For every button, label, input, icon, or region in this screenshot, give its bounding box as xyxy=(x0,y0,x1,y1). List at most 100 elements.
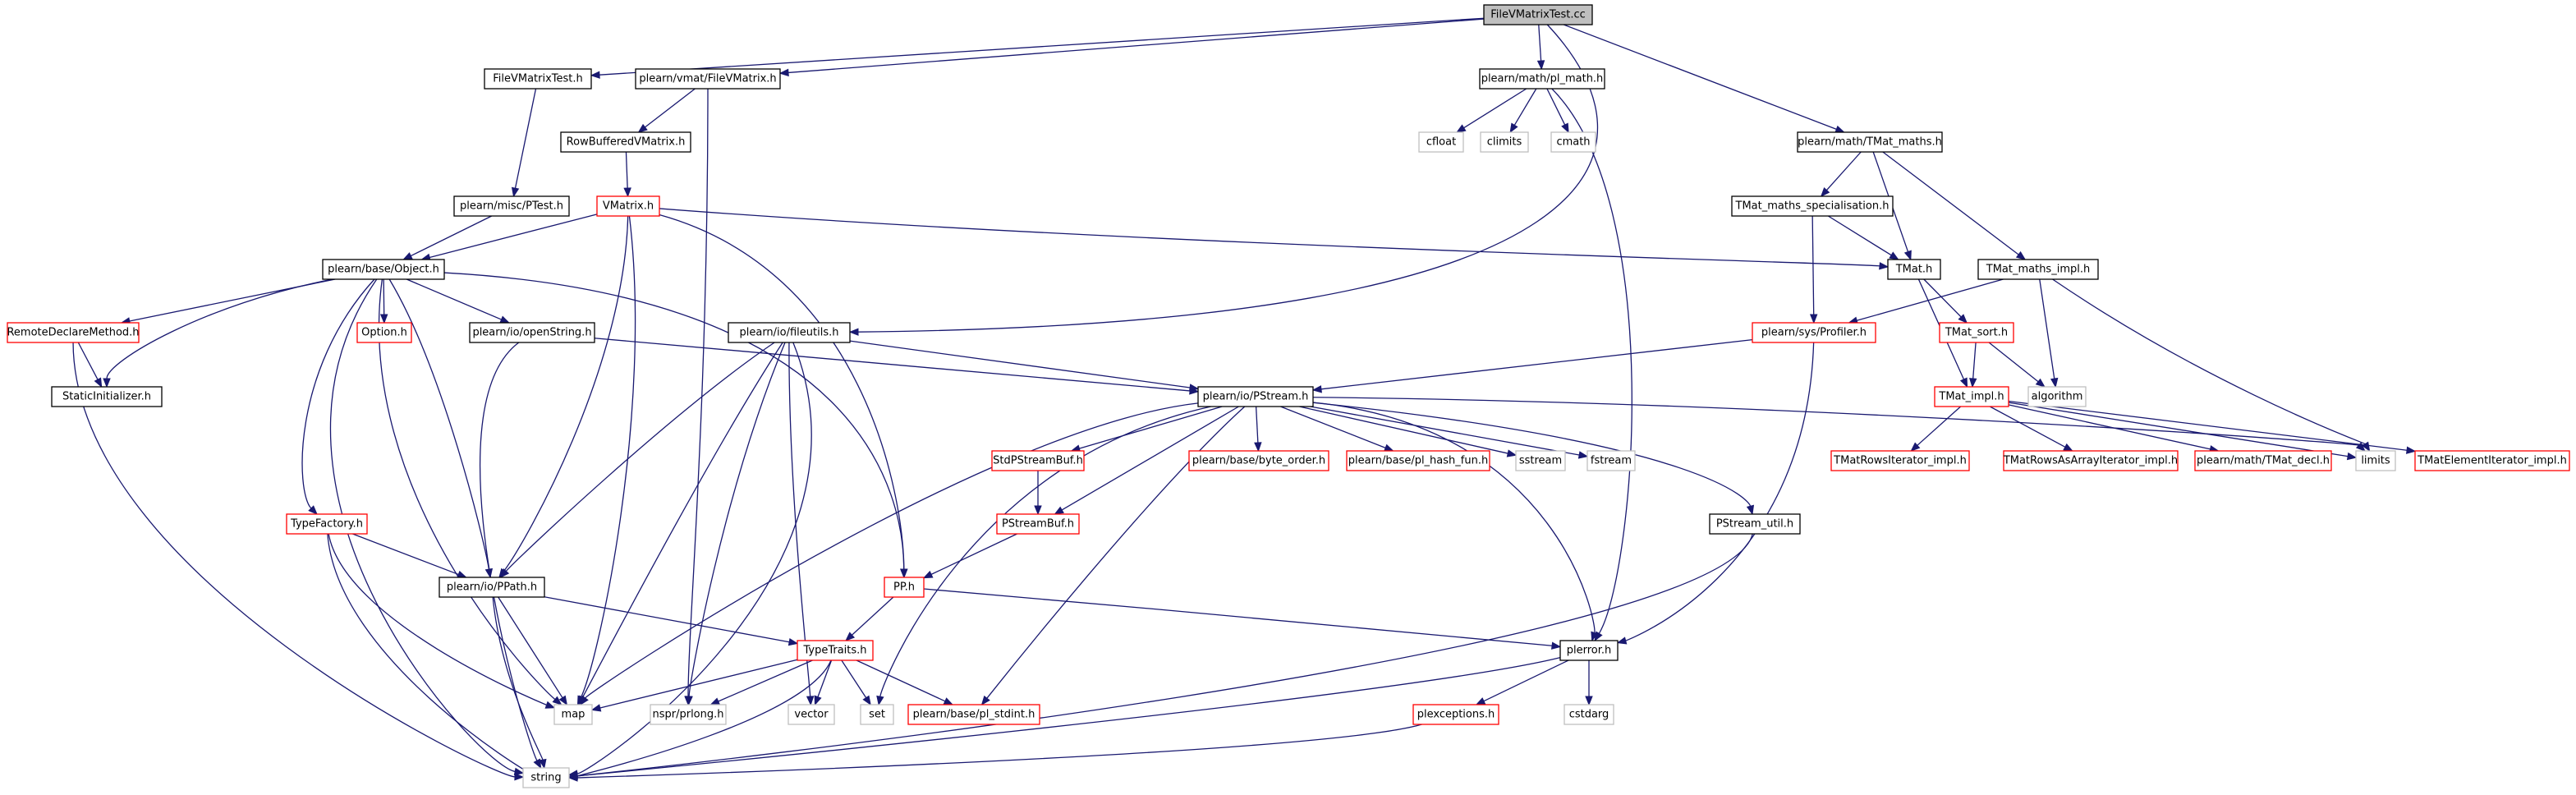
edge-line xyxy=(930,533,1017,575)
edge-line xyxy=(1988,342,2039,383)
edge-line xyxy=(581,342,783,698)
edge-line xyxy=(492,596,544,761)
node-box xyxy=(1564,704,1614,725)
edge-line xyxy=(856,659,946,702)
node-option-h[interactable]: Option.h xyxy=(356,322,412,343)
node-tmat-maths-h[interactable]: plearn/math/TMat_maths.h xyxy=(1797,131,1943,153)
edge-line xyxy=(77,342,99,380)
edge-line xyxy=(599,659,798,709)
node-box xyxy=(1934,386,2009,407)
arrowhead-icon xyxy=(1616,636,1628,645)
node-byte-order-h[interactable]: plearn/base/byte_order.h xyxy=(1188,450,1329,471)
node-pp-h[interactable]: PP.h xyxy=(884,577,925,598)
node-vmatrix-h[interactable]: VMatrix.h xyxy=(596,195,660,217)
node-openstring-h[interactable]: plearn/io/openString.h xyxy=(469,322,595,343)
node-tmatelementiterator-impl-h[interactable]: TMatElementIterator_impl.h xyxy=(2414,450,2570,471)
edge-line xyxy=(659,208,1880,267)
edge-line xyxy=(2008,402,2349,457)
edge-plexceptions_h-to-string xyxy=(567,724,1422,782)
edge-line xyxy=(330,278,516,773)
node-label: plearn/misc/PTest.h xyxy=(460,200,563,213)
node-string: string xyxy=(522,767,570,788)
node-typefactory-h[interactable]: TypeFactory.h xyxy=(286,513,368,535)
node-label: FileVMatrixTest.h xyxy=(493,73,583,85)
edge-line xyxy=(388,278,490,570)
node-filevmatrixtest-h[interactable]: FileVMatrixTest.h xyxy=(484,68,592,90)
edge-FileVMatrixTest_cc-to-TMat_maths_h xyxy=(1564,24,1845,133)
arrowhead-icon xyxy=(2050,377,2059,388)
node-ptest-h[interactable]: plearn/misc/PTest.h xyxy=(453,195,570,217)
node-pl-stdint-h[interactable]: plearn/base/pl_stdint.h xyxy=(907,704,1040,725)
arrowhead-icon xyxy=(943,697,954,705)
node-pstreambuf-h[interactable]: PStreamBuf.h xyxy=(996,513,1080,535)
edge-line xyxy=(1280,406,1386,448)
edge-line xyxy=(2052,278,2366,445)
arrowhead-icon xyxy=(1550,641,1562,650)
node-label: climits xyxy=(1487,136,1522,149)
edge-line xyxy=(1312,402,1752,507)
arrowhead-icon xyxy=(876,695,884,706)
node-tmat-impl-h[interactable]: TMat_impl.h xyxy=(1934,386,2009,407)
node-box xyxy=(1515,450,1566,471)
node-pl-math-h[interactable]: plearn/math/pl_math.h xyxy=(1479,68,1605,90)
node-ppath-h[interactable]: plearn/io/PPath.h xyxy=(439,577,545,598)
node-box xyxy=(884,577,925,598)
node-plexceptions-h[interactable]: plexceptions.h xyxy=(1412,704,1499,725)
edge-PStream_h-to-plerror_h xyxy=(1312,402,1599,642)
edge-line xyxy=(2008,404,2211,450)
node-tmatrowsiterator-impl-h[interactable]: TMatRowsIterator_impl.h xyxy=(1830,450,1970,471)
node-label: plearn/io/openString.h xyxy=(472,327,591,339)
edge-line xyxy=(1546,88,1566,126)
node-label: cstdarg xyxy=(1569,709,1609,721)
node-object-h[interactable]: plearn/base/Object.h xyxy=(322,259,445,280)
edge-line xyxy=(106,278,333,379)
node-plerror-h[interactable]: plerror.h xyxy=(1559,640,1619,661)
node-rowbufferedvmatrix-h[interactable]: RowBufferedVMatrix.h xyxy=(560,131,691,153)
node-tmat-decl-h[interactable]: plearn/math/TMat_decl.h xyxy=(2194,450,2332,471)
node-box xyxy=(860,704,894,725)
node-staticinitializer-h[interactable]: StaticInitializer.h xyxy=(51,386,163,407)
node-remotedeclaremethod-h[interactable]: RemoteDeclareMethod.h xyxy=(7,322,140,343)
node-tmatrowsasarrayiterator-impl-h[interactable]: TMatRowsAsArrayIterator_impl.h xyxy=(2003,450,2179,471)
arrowhead-icon xyxy=(685,696,693,706)
node-pstream-h[interactable]: plearn/io/PStream.h xyxy=(1197,386,1314,407)
edge-TypeFactory_h-to-PPath_h xyxy=(352,533,467,578)
node-box xyxy=(1483,4,1593,25)
node-box xyxy=(1559,640,1619,661)
arrowhead-icon xyxy=(1889,251,1899,260)
arrowhead-icon xyxy=(1958,314,1968,324)
node-filevmatrix-h[interactable]: plearn/vmat/FileVMatrix.h xyxy=(635,68,781,90)
node-pstream-util-h[interactable]: PStream_util.h xyxy=(1709,513,1801,535)
edge-line xyxy=(585,402,1199,699)
edge-line xyxy=(1825,151,1862,191)
node-filevmatrixtest-cc[interactable]: FileVMatrixTest.cc xyxy=(1483,4,1593,25)
arrowhead-icon xyxy=(499,315,511,324)
arrowhead-icon xyxy=(567,774,578,782)
edge-PStreamBuf_h-to-PP_h xyxy=(922,533,1017,579)
node-label: plearn/io/fileutils.h xyxy=(739,327,838,339)
edge-TMat_impl_h-to-TMatElementIterator_impl_h xyxy=(2008,400,2417,454)
edge-line xyxy=(687,88,709,697)
edge-TMat_maths_impl_h-to-limits xyxy=(2052,278,2371,453)
node-stdpstreambuf-h[interactable]: StdPStreamBuf.h xyxy=(991,450,1085,471)
edge-line xyxy=(498,596,563,698)
node-pl-hash-fun-h[interactable]: plearn/base/pl_hash_fun.h xyxy=(1346,450,1490,471)
node-label: plearn/io/PPath.h xyxy=(447,581,537,594)
node-box xyxy=(484,68,592,90)
edge-Profiler_h-to-plerror_h xyxy=(1616,342,1815,645)
node-fileutils-h[interactable]: plearn/io/fileutils.h xyxy=(728,322,851,343)
node-tmat-maths-specialisation-h[interactable]: TMat_maths_specialisation.h xyxy=(1731,195,1894,217)
node-profiler-h[interactable]: plearn/sys/Profiler.h xyxy=(1752,322,1876,343)
edge-line xyxy=(1320,338,1753,390)
edge-TMat_maths_h-to-TMat_maths_specialisation_h xyxy=(1820,151,1862,198)
edge-PStream_h-to-PStream_util_h xyxy=(1312,402,1755,516)
node-tmat-maths-impl-h[interactable]: TMat_maths_impl.h xyxy=(1977,259,2099,280)
edge-line xyxy=(594,338,1191,392)
node-tmat-sort-h[interactable]: TMat_sort.h xyxy=(1939,322,2014,343)
edge-PStream_h-to-byte_order_h xyxy=(1254,406,1262,453)
node-typetraits-h[interactable]: TypeTraits.h xyxy=(797,640,874,661)
edge-line xyxy=(1551,88,1632,634)
node-box xyxy=(1939,322,2014,343)
node-tmat-h[interactable]: TMat.h xyxy=(1887,259,1941,280)
edge-line xyxy=(505,342,775,572)
